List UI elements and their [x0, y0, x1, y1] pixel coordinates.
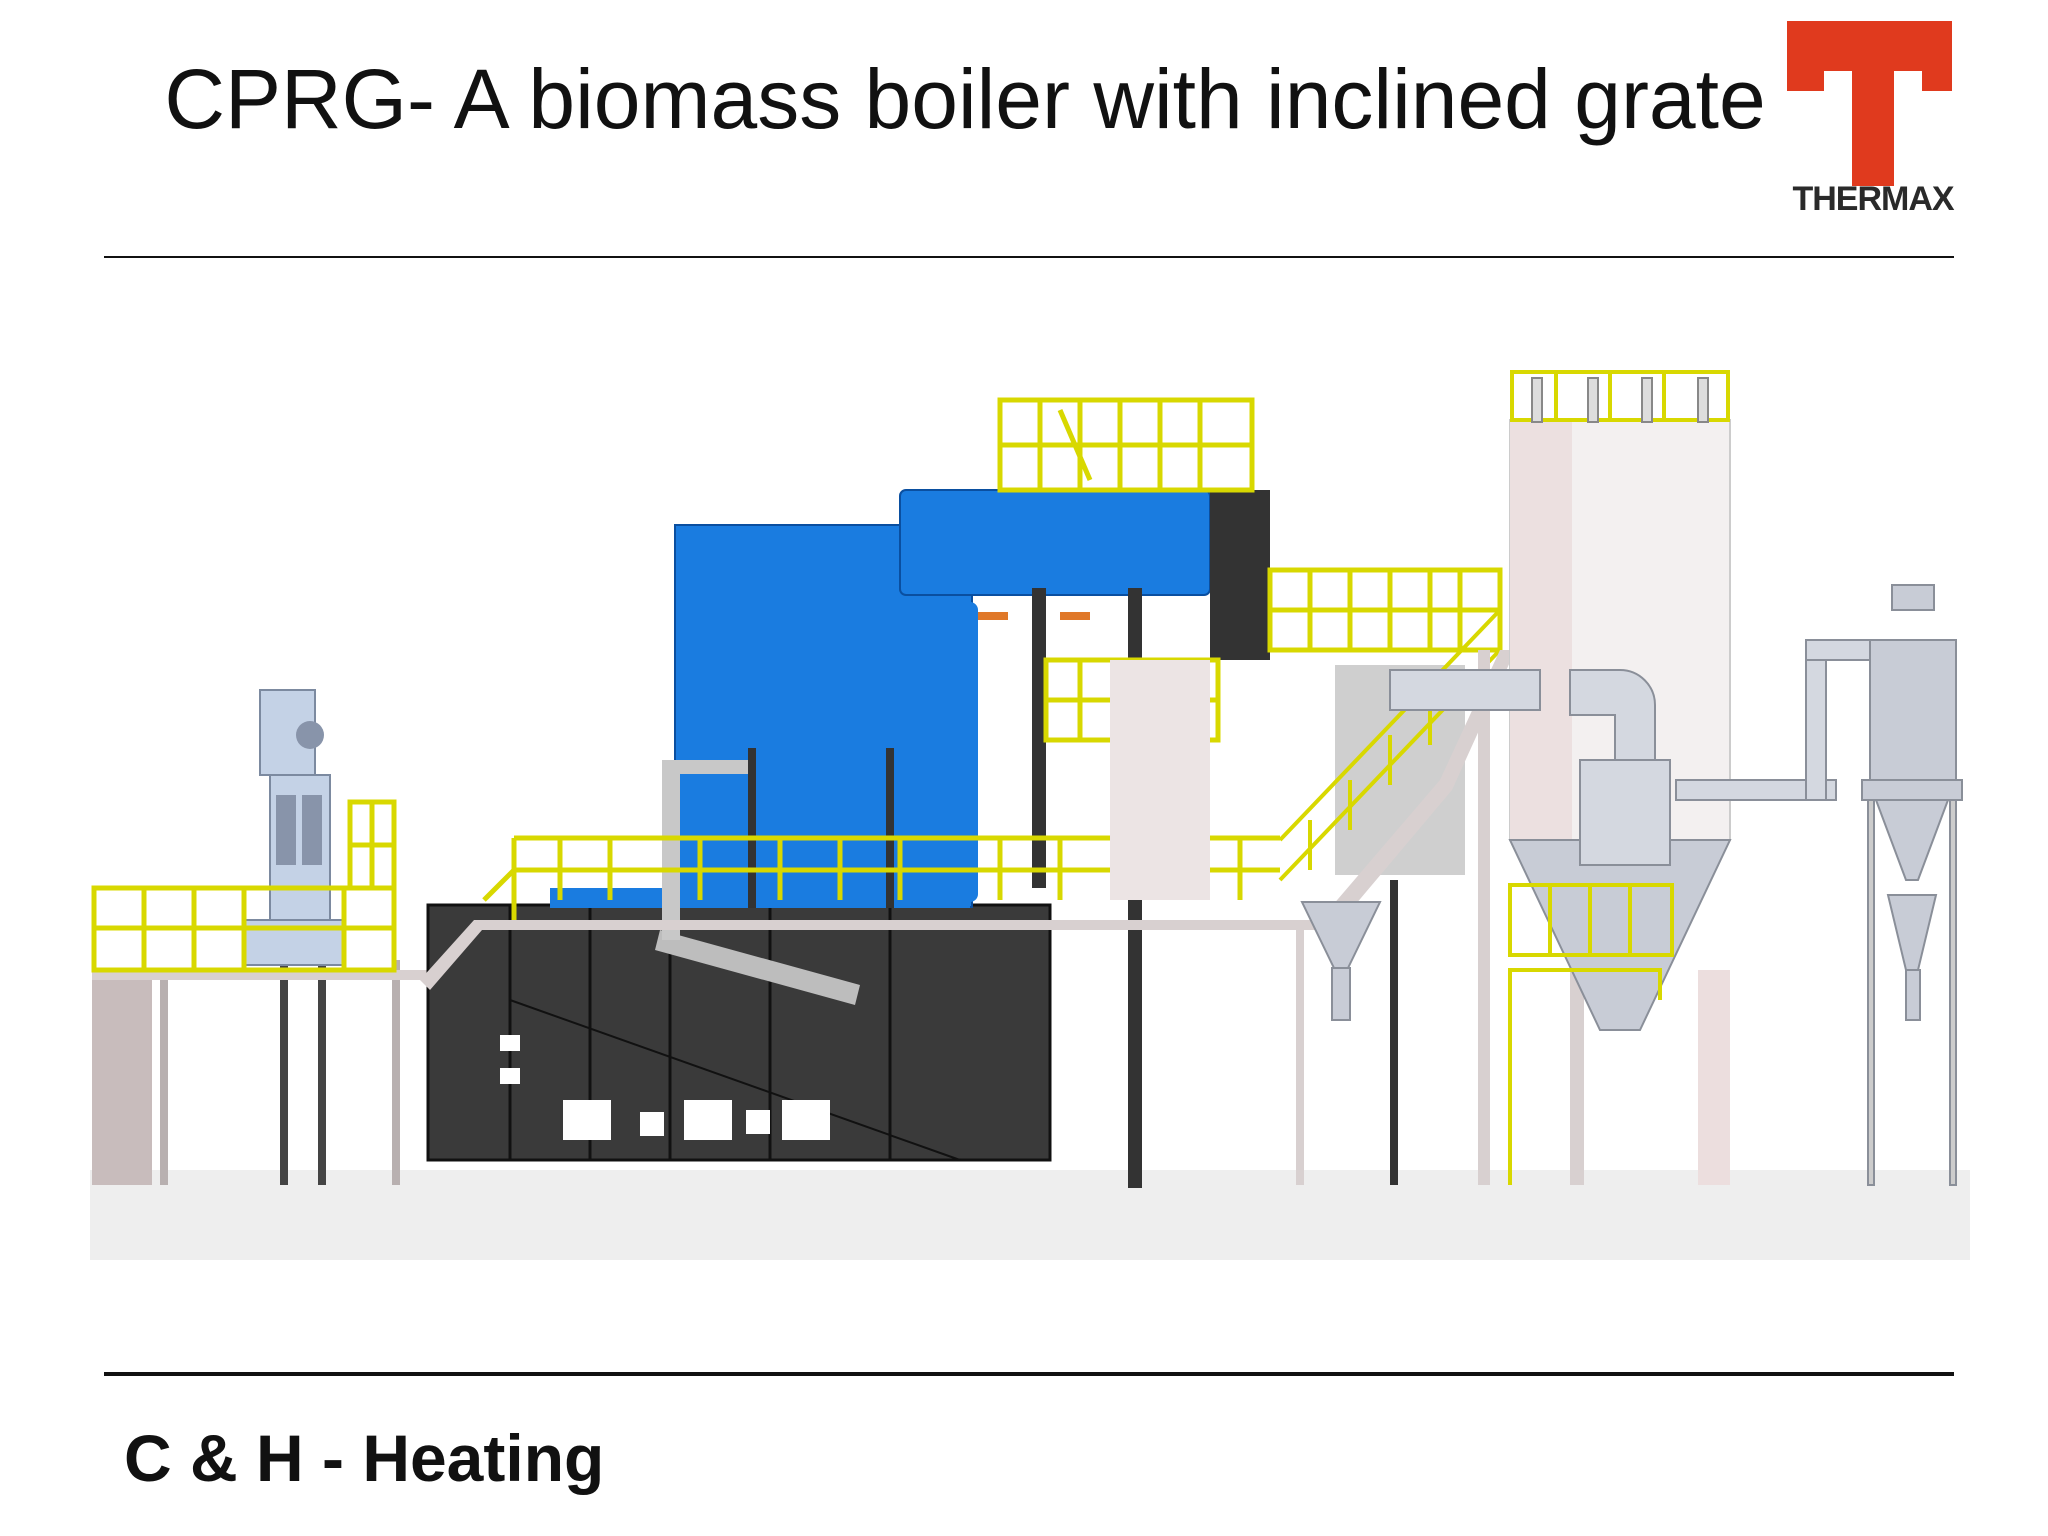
left-support-structure	[92, 960, 512, 1185]
ground-shadow	[90, 1170, 1970, 1260]
left-platform-railing	[91, 799, 397, 973]
cyclone-separator	[1861, 584, 1963, 1186]
furnace-casing	[426, 903, 1052, 1162]
ash-hopper	[1300, 901, 1382, 1021]
staircase-stringer	[1320, 650, 1570, 930]
footer-divider	[104, 1372, 1954, 1376]
thermax-logo-icon	[1787, 21, 1952, 186]
id-fan-and-duct	[1389, 639, 1877, 866]
slide-title: CPRG- A biomass boiler with inclined gra…	[164, 52, 1766, 146]
drum-top-railing	[997, 397, 1255, 493]
footer-label: C & H - Heating	[124, 1421, 605, 1495]
boiler-shell	[550, 489, 1270, 940]
fuel-feeder	[244, 689, 346, 966]
title-divider	[104, 256, 1954, 258]
logo-wordmark: THERMAX	[1792, 180, 1954, 218]
boiler-plant-diagram	[90, 370, 1970, 1260]
